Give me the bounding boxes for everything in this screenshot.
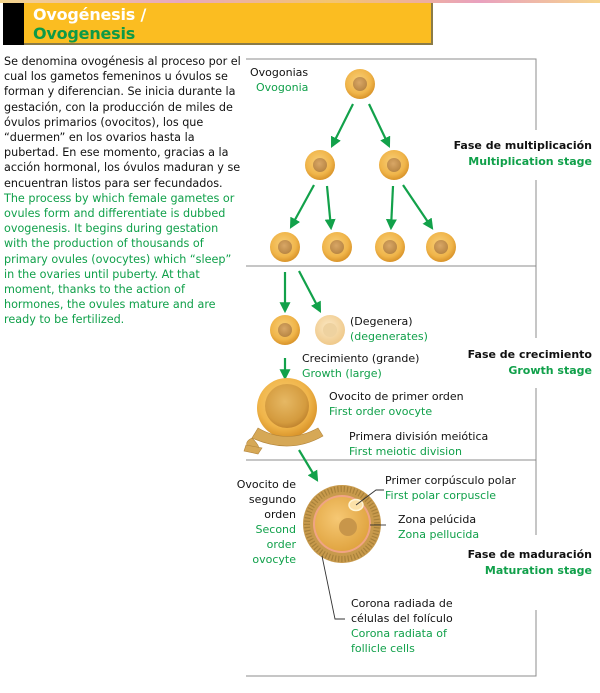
title-banner: Ovogénesis / Ovogenesis — [3, 3, 433, 45]
arrow-l2l-a — [289, 184, 315, 229]
stage-brackets — [246, 58, 537, 677]
title-accent-bar — [3, 3, 24, 45]
cell-level2-left — [305, 150, 335, 180]
page-title-spanish: Ovogénesis / — [33, 5, 147, 24]
page-title-english: Ovogenesis — [33, 24, 136, 43]
label-first-ovocyte-es: Ovocito de primer orden — [329, 390, 464, 403]
label-second-ovocyte-es-2: segundo — [248, 493, 296, 506]
cell-level3-2 — [322, 232, 352, 262]
follicle-cells-cluster — [243, 427, 324, 455]
stage-multiplication-en: Multiplication stage — [468, 155, 592, 168]
label-second-ovocyte-es-1: Ovocito de — [236, 478, 296, 491]
cell-ovogonium-root — [345, 69, 375, 99]
label-corona-es-1: Corona radiada de — [351, 597, 453, 610]
cell-level3-3 — [375, 232, 405, 262]
label-degenerate-es: (Degenera) — [350, 315, 413, 328]
label-corona-es-2: células del folículo — [351, 612, 453, 625]
decorative-top-strip — [0, 0, 600, 3]
stage-maturation-es: Fase de maduración — [467, 548, 592, 561]
arrow-l2r-a — [385, 185, 397, 231]
arrow-l2r-b — [402, 184, 434, 230]
intro-text: Se denomina ovogénesis al proceso por el… — [4, 54, 244, 328]
label-second-ovocyte-en-2: order — [266, 538, 296, 551]
label-ovogonia-en: Ovogonia — [256, 81, 309, 94]
leader-corona — [321, 555, 345, 620]
stage-maturation: Fase de maduración Maturation stage — [468, 547, 592, 579]
leader-polar — [355, 489, 384, 506]
label-second-ovocyte-en-3: ovocyte — [252, 553, 296, 566]
arrow-to-degenerate — [298, 270, 322, 313]
multiplication-bracket-top — [246, 58, 537, 130]
label-second-ovocyte-es-3: orden — [264, 508, 296, 521]
first-order-ovocyte — [243, 378, 324, 455]
label-meiotic-es: Primera división meiótica — [349, 430, 489, 443]
label-meiotic-en: First meiotic division — [349, 445, 462, 458]
stage-maturation-en: Maturation stage — [484, 564, 592, 577]
second-order-ovocyte — [303, 485, 381, 563]
label-second-ovocyte-en-1: Second — [255, 523, 296, 536]
leader-lines — [321, 489, 386, 620]
label-degenerate-en: (degenerates) — [350, 330, 428, 343]
stage-growth-es: Fase de crecimiento — [467, 348, 592, 361]
label-growth-en: Growth (large) — [302, 367, 382, 380]
ovocyte-nucleus — [339, 518, 357, 536]
arrow-root-right — [368, 103, 391, 148]
label-ovogonia-es: Ovogonias — [250, 66, 309, 79]
label-zona-es: Zona pelúcida — [398, 513, 477, 526]
arrow-l2l-b — [324, 185, 336, 231]
cell-level3-4 — [426, 232, 456, 262]
label-corona-en-1: Corona radiata of — [351, 627, 447, 640]
arrow-root-left — [331, 103, 354, 148]
label-zona-en: Zona pellucida — [398, 528, 480, 541]
stage-multiplication: Fase de multiplicación Multiplication st… — [454, 138, 592, 170]
stage-growth: Fase de crecimiento Growth stage — [468, 347, 592, 379]
intro-english: The process by which female gametes or o… — [4, 191, 235, 327]
cell-degenerating — [315, 315, 345, 345]
maturation-bracket-bottom — [246, 610, 537, 677]
label-growth-es: Crecimiento (grande) — [302, 352, 420, 365]
stage-multiplication-es: Fase de multiplicación — [453, 139, 592, 152]
ovogonia-cells — [270, 69, 456, 262]
cell-level3-1 — [270, 232, 300, 262]
label-corona-en-2: follicle cells — [351, 642, 415, 655]
label-polar-es: Primer corpúsculo polar — [385, 474, 516, 487]
arrow-to-second-ovocyte — [298, 449, 319, 482]
division-arrows — [279, 103, 434, 482]
cell-level2-right — [379, 150, 409, 180]
cell-growing — [270, 315, 300, 345]
label-first-ovocyte-en: First order ovocyte — [329, 405, 433, 418]
label-polar-en: First polar corpuscle — [385, 489, 497, 502]
stage-growth-en: Growth stage — [508, 364, 592, 377]
intro-spanish: Se denomina ovogénesis al proceso por el… — [4, 55, 241, 190]
